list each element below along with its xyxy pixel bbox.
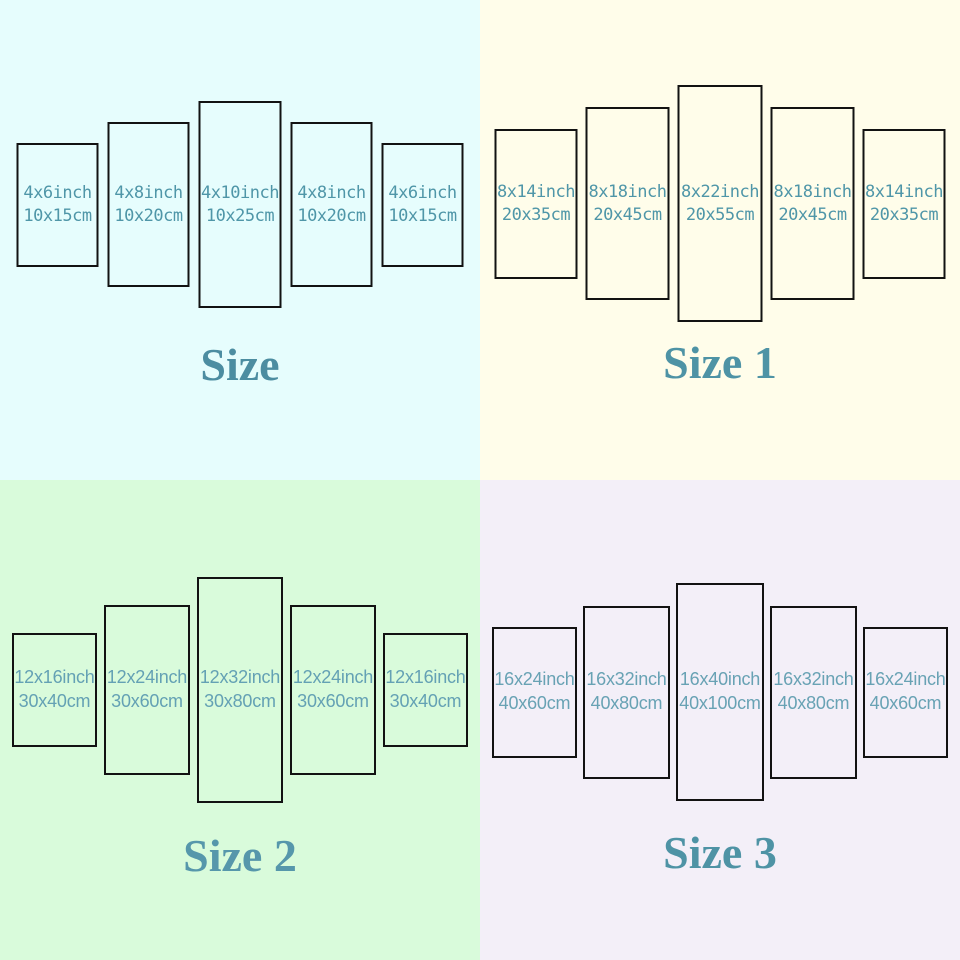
panel-size-inch: 4x8inch	[297, 183, 366, 204]
panel-size-cm: 30x60cm	[297, 691, 369, 711]
panel: 8x18inch 20x45cm	[770, 107, 855, 300]
panel-size-cm: 30x60cm	[111, 691, 183, 711]
panel-size-cm: 40x60cm	[498, 693, 571, 713]
panel-size-cm: 40x60cm	[869, 693, 942, 713]
panel-size-inch: 12x16inch	[14, 667, 95, 688]
quadrant-title: Size 2	[183, 830, 297, 881]
panel-size-inch: 12x24inch	[292, 667, 374, 688]
panel: 12x16inch 30x40cm	[383, 633, 468, 747]
panel-size-cm: 20x35cm	[501, 204, 571, 225]
panel-size-cm: 10x15cm	[388, 205, 457, 226]
panel-size-cm: 30x40cm	[389, 691, 462, 711]
panel: 4x8inch 10x20cm	[107, 122, 190, 287]
quadrant-size-3: 16x24inch 40x60cm 16x32inch 40x80cm 16x4…	[480, 480, 960, 960]
panel: 4x8inch 10x20cm	[290, 122, 373, 287]
panel-size-cm: 20x45cm	[593, 204, 662, 225]
panel-size-inch: 12x24inch	[106, 667, 188, 688]
panel-size-cm: 10x20cm	[114, 205, 183, 226]
quadrant-size-2: 12x16inch 30x40cm 12x24inch 30x60cm 12x3…	[0, 480, 480, 960]
panel: 16x40inch 40x100cm	[676, 583, 764, 801]
panel: 4x6inch 10x15cm	[16, 142, 99, 267]
quadrant-size-1: 8x14inch 20x35cm 8x18inch 20x45cm 8x22in…	[480, 0, 960, 480]
panel-size-inch: 8x18inch	[773, 182, 852, 203]
panel-size-inch: 8x18inch	[588, 182, 667, 203]
panel-size-inch: 8x14inch	[497, 182, 575, 203]
quadrant-title: Size	[200, 339, 280, 390]
panel-size-inch: 12x16inch	[385, 667, 466, 688]
panel: 16x32inch 40x80cm	[583, 605, 670, 779]
panel: 8x22inch 20x55cm	[677, 85, 763, 322]
panel-size-cm: 10x15cm	[23, 205, 92, 226]
panel: 4x10inch 10x25cm	[198, 101, 282, 308]
panel: 8x14inch 20x35cm	[494, 128, 578, 279]
quadrant-title: Size 3	[663, 827, 777, 878]
panel-size-inch: 12x32inch	[199, 667, 281, 688]
panel-size-cm: 40x80cm	[590, 693, 663, 713]
panel-size-inch: 4x6inch	[388, 183, 457, 204]
panel-size-cm: 30x40cm	[18, 691, 91, 711]
panel-size-inch: 16x32inch	[586, 669, 667, 690]
panels-row: 12x16inch 30x40cm 12x24inch 30x60cm 12x3…	[12, 577, 468, 803]
panel-size-cm: 20x45cm	[778, 204, 847, 225]
panel-size-cm: 40x100cm	[679, 693, 761, 713]
panel: 8x14inch 20x35cm	[862, 128, 946, 279]
panel: 8x18inch 20x45cm	[585, 107, 670, 300]
panel-size-cm: 20x35cm	[869, 204, 939, 225]
panel-size-inch: 8x22inch	[681, 182, 759, 203]
panel-size-inch: 16x24inch	[865, 669, 946, 690]
panel-size-cm: 10x20cm	[297, 205, 366, 226]
panel: 16x24inch 40x60cm	[863, 626, 948, 758]
panel: 16x32inch 40x80cm	[770, 605, 857, 779]
quadrant-title: Size 1	[663, 337, 777, 388]
panel-size-cm: 10x25cm	[205, 205, 275, 226]
panel-size-cm: 30x80cm	[204, 691, 276, 711]
panels-row: 8x14inch 20x35cm 8x18inch 20x45cm 8x22in…	[494, 85, 946, 322]
panel-size-inch: 16x32inch	[773, 669, 854, 690]
panel: 12x24inch 30x60cm	[104, 605, 190, 775]
panel-size-inch: 16x40inch	[679, 669, 761, 690]
panel-size-inch: 4x6inch	[23, 183, 92, 204]
quadrant-size: 4x6inch 10x15cm 4x8inch 10x20cm 4x10inch…	[0, 0, 480, 480]
panel-size-inch: 16x24inch	[494, 669, 575, 690]
panel: 4x6inch 10x15cm	[381, 142, 464, 267]
panel-size-inch: 4x10inch	[201, 183, 279, 204]
panel: 16x24inch 40x60cm	[492, 626, 577, 758]
panel-size-inch: 8x14inch	[865, 182, 943, 203]
panel-size-inch: 4x8inch	[114, 183, 183, 204]
panel: 12x24inch 30x60cm	[290, 605, 376, 775]
panel-size-cm: 40x80cm	[777, 693, 850, 713]
panels-row: 4x6inch 10x15cm 4x8inch 10x20cm 4x10inch…	[16, 101, 464, 308]
panel: 12x32inch 30x80cm	[197, 577, 283, 803]
panels-row: 16x24inch 40x60cm 16x32inch 40x80cm 16x4…	[492, 583, 948, 801]
panel: 12x16inch 30x40cm	[12, 633, 97, 747]
panel-size-cm: 20x55cm	[685, 204, 755, 225]
